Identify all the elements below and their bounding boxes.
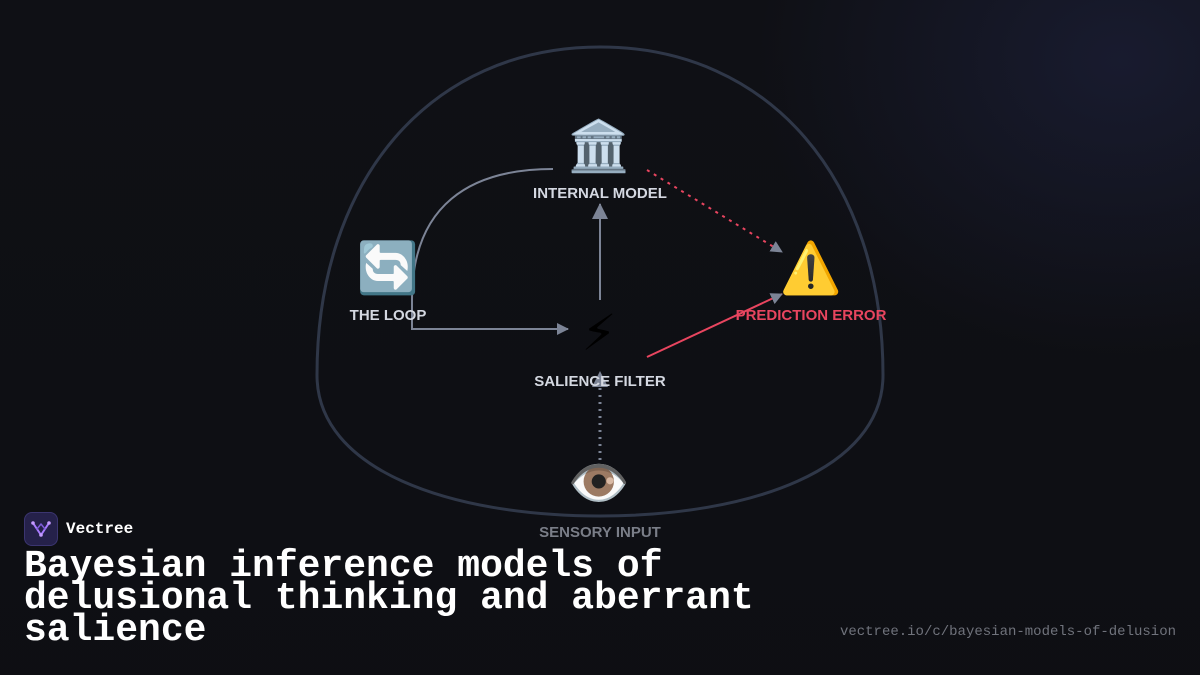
page-url[interactable]: vectree.io/c/bayesian-models-of-delusion — [839, 624, 1176, 640]
the-loop-label: THE LOOP — [350, 307, 427, 324]
sensory-input-label: SENSORY INPUT — [539, 524, 661, 541]
prediction-error-label: PREDICTION ERROR — [736, 307, 887, 324]
lightning-icon: ⚡ — [581, 304, 616, 362]
brand: Vectree — [24, 512, 133, 546]
eye-icon: 👁️ — [568, 454, 630, 512]
brand-name: Vectree — [66, 520, 134, 538]
warning-icon: ⚠️ — [780, 239, 842, 297]
loop-arrows-icon: 🔄 — [357, 239, 419, 297]
vectree-logo-mark — [31, 521, 51, 537]
edge-loop-feedback — [411, 168, 569, 335]
edge-salience-to-error — [646, 293, 783, 358]
page-title: Bayesian inference models of delusional … — [24, 545, 754, 652]
vectree-logo-icon — [24, 512, 58, 546]
salience-filter-label: SALIENCE FILTER — [534, 373, 666, 390]
diagram-outline — [315, 45, 885, 518]
edge-model-to-error — [646, 169, 783, 253]
internal-model-label: INTERNAL MODEL — [533, 185, 667, 202]
classical-building-icon: 🏛️ — [568, 117, 630, 175]
